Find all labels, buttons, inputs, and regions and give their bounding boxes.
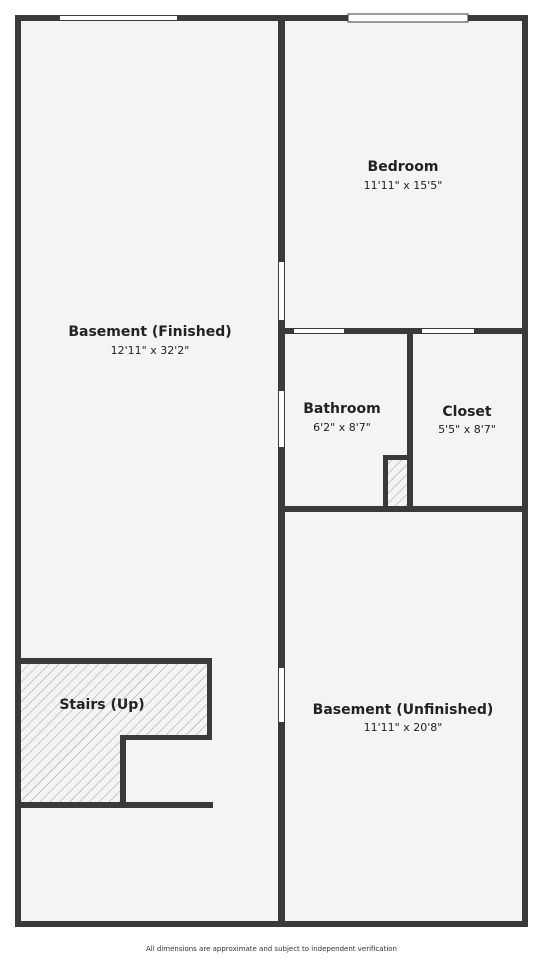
stairs-area bbox=[21, 663, 210, 804]
room-dims-basement-finished: 12'11" x 32'2" bbox=[111, 344, 190, 357]
disclaimer: All dimensions are approximate and subje… bbox=[146, 945, 397, 953]
room-name-stairs: Stairs (Up) bbox=[59, 697, 144, 713]
bathroom-door bbox=[279, 391, 284, 447]
unfinished-door bbox=[279, 668, 284, 722]
walls bbox=[15, 15, 528, 927]
openings bbox=[60, 13, 474, 722]
room-dims-bathroom: 6'2" x 8'7" bbox=[313, 421, 371, 434]
room-name-closet: Closet bbox=[442, 404, 492, 420]
room-name-bedroom: Bedroom bbox=[368, 159, 439, 175]
top-window-left bbox=[60, 16, 177, 20]
top-window-right bbox=[347, 13, 469, 23]
room-dims-closet: 5'5" x 8'7" bbox=[438, 423, 496, 436]
room-name-basement-unfinished: Basement (Unfinished) bbox=[313, 702, 494, 718]
bedroom-door bbox=[279, 262, 284, 320]
chase-area bbox=[387, 459, 407, 509]
closet-top-opening bbox=[422, 329, 474, 333]
room-name-bathroom: Bathroom bbox=[303, 401, 381, 417]
room-dims-bedroom: 11'11" x 15'5" bbox=[364, 179, 443, 192]
room-name-basement-finished: Basement (Finished) bbox=[68, 324, 231, 340]
room-dims-basement-unfinished: 11'11" x 20'8" bbox=[364, 721, 443, 734]
bathroom-top-opening bbox=[294, 329, 344, 333]
